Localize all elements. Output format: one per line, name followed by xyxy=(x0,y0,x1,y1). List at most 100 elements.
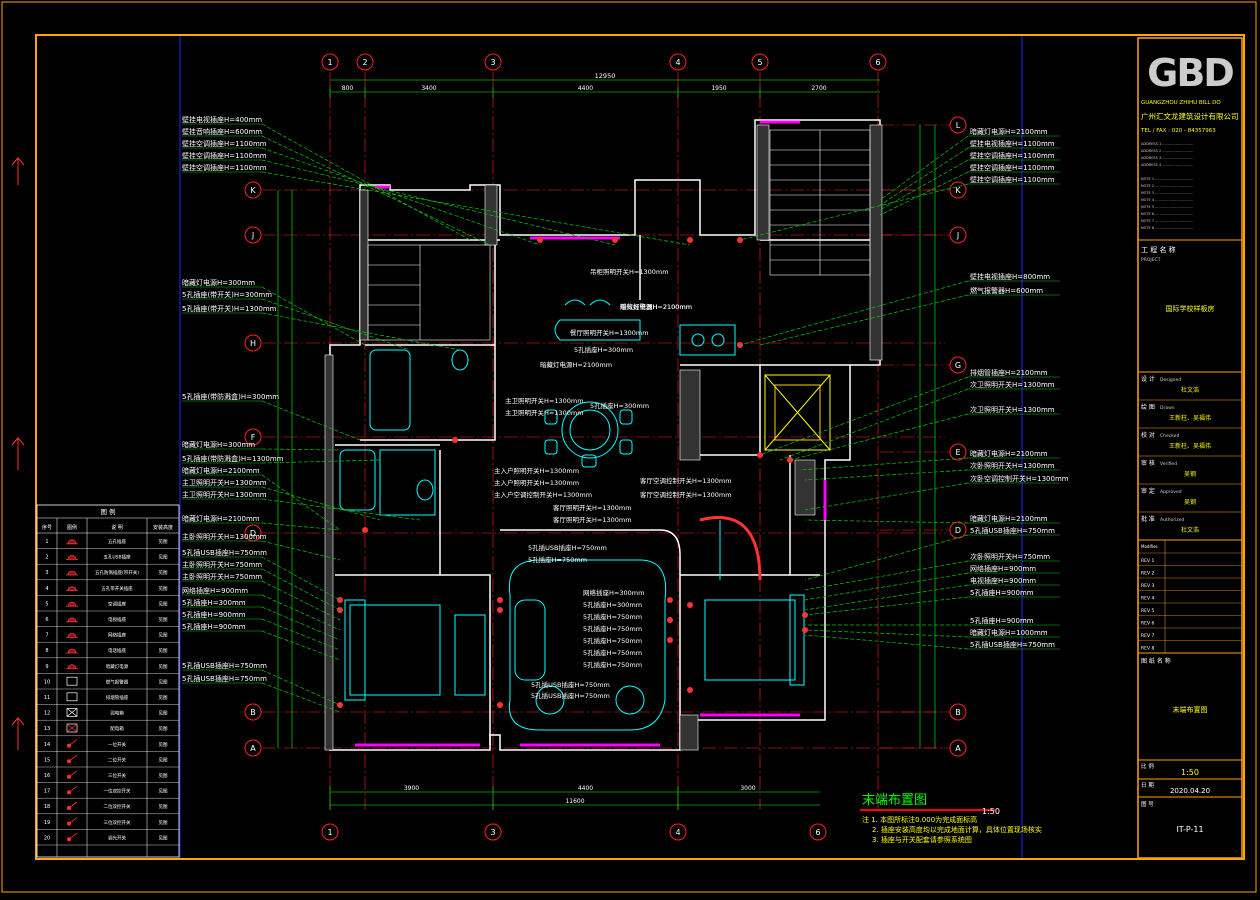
project-name: 国际学校样板房 xyxy=(1166,304,1215,313)
right-device-label: 壁挂空调插座H=1100mm xyxy=(970,175,1055,184)
right-device-label: 壁挂电视插座H=1100mm xyxy=(970,139,1055,148)
leader-line xyxy=(261,448,341,451)
legend-row-description: 配电箱 xyxy=(110,725,124,732)
grid-bubble-left xyxy=(244,703,262,721)
legend-row-height: 见图 xyxy=(159,711,168,717)
right-device-label: 壁挂空调插座H=1100mm xyxy=(970,151,1055,160)
drawing-title-block: 末端布置图 1:50 注 1. 本图所标注0.000为完成面标高 2. 插座安装… xyxy=(860,793,1042,844)
left-device-label: 暗藏灯电源H=2100mm xyxy=(182,466,260,475)
legend-row-description: 三位开关 xyxy=(108,772,126,779)
legend-row-number: 7 xyxy=(45,633,48,639)
grid-label-right: B xyxy=(955,708,961,717)
grid-label-right: L xyxy=(956,121,961,130)
leader-line xyxy=(261,486,381,521)
legend-row-description: 弱电箱 xyxy=(110,710,124,717)
svg-text:NOTE 5 .......................: NOTE 5 .................................… xyxy=(1141,205,1193,209)
leader-line xyxy=(261,580,341,621)
grid-bubble-bottom xyxy=(484,823,502,841)
leader-line xyxy=(261,568,341,611)
center-device-label: 暗藏灯电源H=2100mm xyxy=(540,360,612,369)
left-device-label: 网络插座H=900mm xyxy=(182,586,248,595)
legend-row-height: 见图 xyxy=(159,617,168,623)
center-device-label: 客厅照明开关H=1300mm xyxy=(553,515,632,524)
legend-title: 图 例 xyxy=(100,507,115,516)
svg-text:ADDRESS 4 ....................: ADDRESS 4 ............................ xyxy=(1141,163,1193,167)
legend-row-height: 见图 xyxy=(159,804,168,810)
legend-row-number: 8 xyxy=(45,648,48,654)
leader-line xyxy=(261,123,471,241)
leader-line xyxy=(261,682,341,713)
grid-label-top: 3 xyxy=(490,58,495,67)
note-1: 注 1. 本图所标注0.000为完成面标高 xyxy=(862,815,977,824)
leader-line xyxy=(804,469,969,481)
dimension-top: 1950 xyxy=(711,85,726,92)
socket-icon xyxy=(66,539,78,545)
legend-row-description: 三位双控开关 xyxy=(104,819,131,826)
dimension-top: 2700 xyxy=(811,85,826,92)
center-device-label: 主入户空调控制开关H=1300mm xyxy=(494,490,592,499)
center-device-label: 5孔插座H=300mm xyxy=(574,345,633,354)
legend-row-number: 10 xyxy=(44,679,50,685)
svg-text:ADDRESS 3 ....................: ADDRESS 3 ............................ xyxy=(1141,156,1193,160)
leader-line xyxy=(804,482,969,511)
legend-row-number: 15 xyxy=(44,757,50,763)
role-name: 王新柱、吴福伟 xyxy=(1169,442,1211,450)
leader-line xyxy=(804,584,969,611)
center-device-label: 5孔插座H=750mm xyxy=(583,660,642,669)
svg-text:NOTE 8 .......................: NOTE 8 .................................… xyxy=(1141,226,1193,230)
legend-row-description: 二位开关 xyxy=(108,756,126,763)
leader-line xyxy=(261,630,341,661)
dimension-bottom: 3000 xyxy=(740,785,755,792)
magenta-accents xyxy=(328,120,827,747)
svg-text:NOTE 2 .......................: NOTE 2 .................................… xyxy=(1141,184,1193,188)
drawing-title: 末端布置图 xyxy=(862,793,927,808)
role-sub: Verified xyxy=(1160,461,1177,467)
center-device-label: 5孔插USB插座H=750mm xyxy=(531,691,610,700)
leader-line xyxy=(261,618,341,651)
grid-bubble-top xyxy=(484,53,502,71)
leader-line xyxy=(261,400,361,441)
grid-label-bottom: 1 xyxy=(327,828,332,837)
right-device-label: 次卫照明开关H=1300mm xyxy=(970,405,1055,414)
leader-line xyxy=(779,388,969,461)
leader-line xyxy=(261,540,341,561)
furniture xyxy=(339,299,805,731)
role-label: 审 定 xyxy=(1141,487,1155,495)
title-block: GBD GUANGZHOU ZHIHU BILL DO 广州汇文龙建筑设计有限公… xyxy=(1137,37,1243,859)
leader-line xyxy=(261,474,341,531)
legend-row-height: 见图 xyxy=(159,835,168,841)
role-name: 杜文浩 xyxy=(1181,386,1199,394)
leader-line xyxy=(261,669,341,706)
grid-bubble-bottom xyxy=(809,823,827,841)
leader-line xyxy=(804,629,969,638)
center-device-label: 主入户照明开关H=1300mm xyxy=(494,466,579,475)
grid-bubble-right xyxy=(949,443,967,461)
revision-row: REV 3 xyxy=(1141,583,1154,589)
center-device-label: 暗藏灯电源H=2100mm xyxy=(620,302,692,311)
left-device-label: 暗藏灯电源H=300mm xyxy=(182,440,255,449)
legend-row-description: 调光开关 xyxy=(108,834,126,841)
role-name: 吴钢 xyxy=(1184,470,1196,478)
left-device-label: 5孔插座H=300mm xyxy=(182,598,246,607)
box-icon xyxy=(66,723,78,733)
elevator xyxy=(764,374,831,451)
hatched-walls xyxy=(324,124,883,751)
grid-label-left: D xyxy=(250,529,256,538)
legend-row-height: 见图 xyxy=(159,757,168,763)
grid-label-bottom: 6 xyxy=(815,828,820,837)
legend-row-description: 一位双控开关 xyxy=(104,788,131,795)
grid-bubble-top xyxy=(356,53,374,71)
center-device-label: 燃气报警器H=2100mm xyxy=(620,302,692,311)
role-name: 王新柱、吴福伟 xyxy=(1169,414,1211,422)
